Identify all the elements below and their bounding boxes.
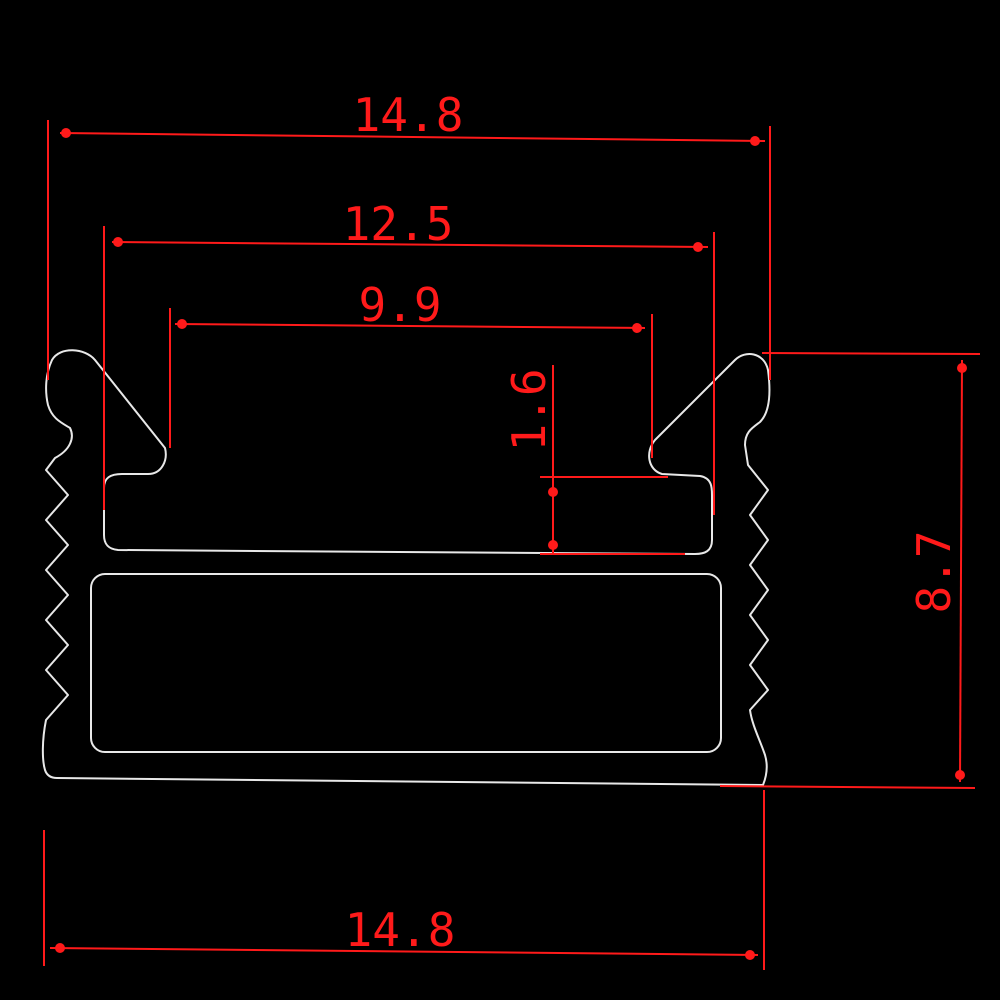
dimension-ticks xyxy=(55,128,967,960)
profile-hollow-chamber xyxy=(90,573,722,753)
dim-top-width-label: 14.8 xyxy=(353,88,464,142)
tick xyxy=(957,363,967,373)
dim-total-height-label: 8.7 xyxy=(907,530,961,613)
tick xyxy=(745,950,755,960)
dimension-lines xyxy=(43,120,981,970)
tick xyxy=(955,770,965,780)
dim-channel-depth-label: 1.6 xyxy=(502,368,556,451)
dim-inner-width-label: 12.5 xyxy=(343,197,454,251)
dim-height-line xyxy=(959,359,963,783)
tick xyxy=(177,319,187,329)
dim-height-ext-bottom xyxy=(719,785,976,789)
dim-height-ext-top xyxy=(761,352,981,355)
dim-opening-width-label: 9.9 xyxy=(358,278,441,332)
tick xyxy=(61,128,71,138)
tick xyxy=(693,242,703,252)
dim-opening-line xyxy=(174,323,646,329)
tick xyxy=(750,136,760,146)
tick xyxy=(113,237,123,247)
dim-bottom-width-label: 14.8 xyxy=(345,903,456,957)
dim-top-width-line xyxy=(59,132,766,142)
dim-bottom-width-line xyxy=(49,947,759,956)
tick xyxy=(548,540,558,550)
tick xyxy=(548,487,558,497)
dim-inner-width-line xyxy=(111,241,709,248)
tick xyxy=(632,323,642,333)
tick xyxy=(55,943,65,953)
profile-outer-contour xyxy=(41,349,771,786)
profile-outline xyxy=(41,349,771,786)
